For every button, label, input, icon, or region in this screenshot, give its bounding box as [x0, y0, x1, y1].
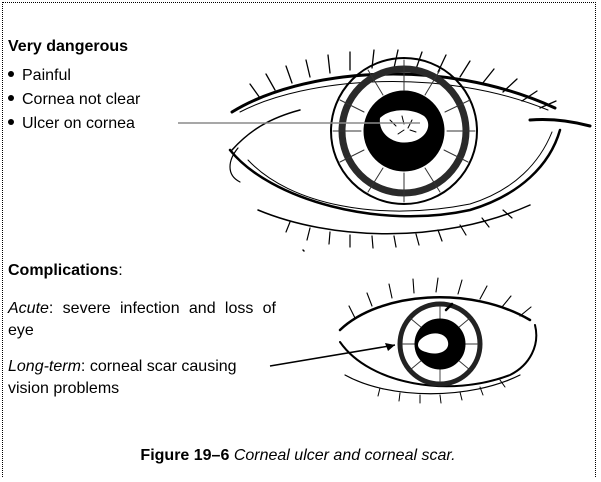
- large-eye-drawing: [230, 50, 590, 251]
- figure-caption: Figure 19–6 Corneal ulcer and corneal sc…: [0, 447, 596, 465]
- small-eye-drawing: [340, 278, 536, 403]
- scar-pointer-line: [270, 345, 395, 366]
- arrow-head-icon: [385, 343, 395, 351]
